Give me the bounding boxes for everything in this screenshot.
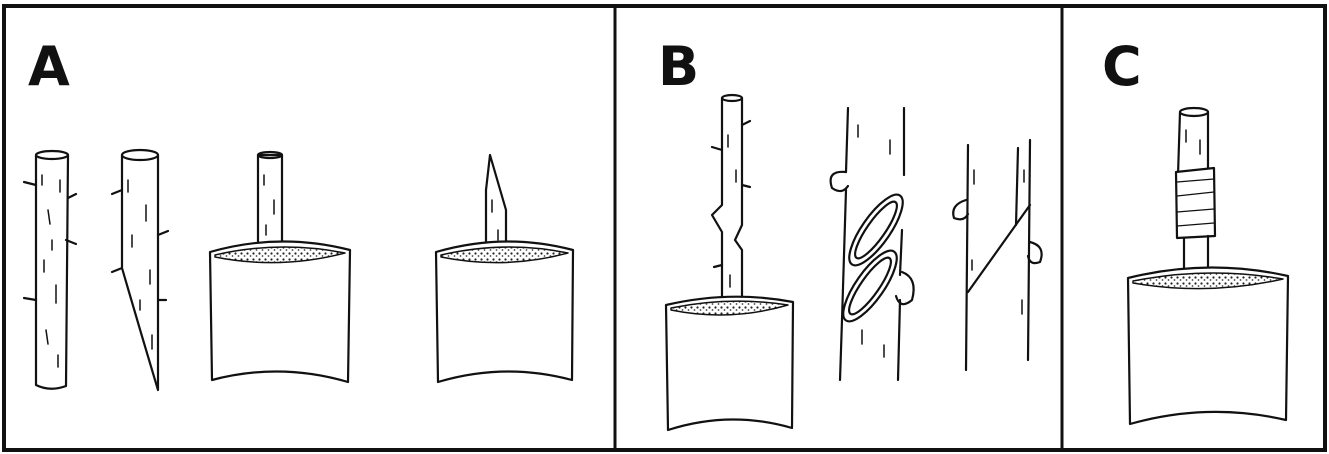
- panel-label-b: B: [658, 35, 699, 98]
- panel-label-c: C: [1102, 35, 1142, 98]
- panel-label-a: A: [28, 35, 70, 98]
